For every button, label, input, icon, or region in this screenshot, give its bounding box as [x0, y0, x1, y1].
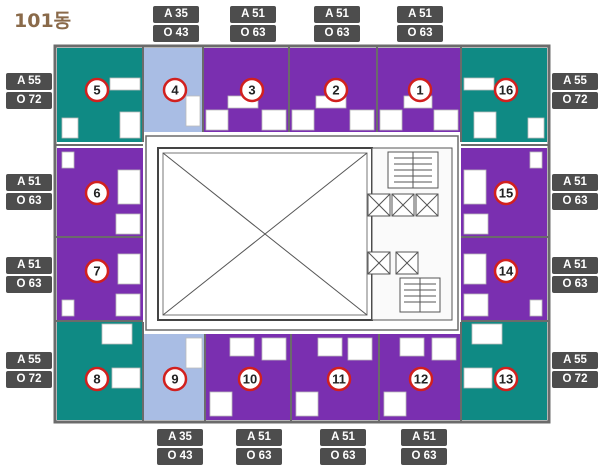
badge-area-o: O 63 — [230, 25, 276, 42]
badge-area-a: A 35 — [157, 429, 203, 446]
badge-unit-9: A 35 O 43 — [157, 429, 203, 465]
badge-area-a: A 55 — [552, 73, 598, 90]
badge-unit-10: A 51 O 63 — [236, 429, 282, 465]
badge-area-o: O 72 — [552, 92, 598, 109]
badge-unit-1: A 51 O 63 — [397, 6, 443, 42]
svg-text:10: 10 — [243, 372, 257, 387]
badge-area-o: O 72 — [6, 92, 52, 109]
svg-text:3: 3 — [248, 83, 255, 98]
svg-text:16: 16 — [499, 83, 513, 98]
badge-unit-4: A 35 O 43 — [153, 6, 199, 42]
badge-area-a: A 51 — [320, 429, 366, 446]
unit-marker-7: 7 — [84, 258, 110, 284]
badge-area-o: O 63 — [397, 25, 443, 42]
badge-area-a: A 55 — [6, 73, 52, 90]
unit-marker-13: 13 — [493, 366, 519, 392]
badge-area-a: A 51 — [236, 429, 282, 446]
building-core — [367, 147, 453, 321]
svg-text:7: 7 — [93, 264, 100, 279]
badge-area-a: A 51 — [6, 257, 52, 274]
unit-marker-2: 2 — [323, 77, 349, 103]
badge-area-o: O 63 — [552, 193, 598, 210]
unit-marker-1: 1 — [407, 77, 433, 103]
badge-area-a: A 51 — [230, 6, 276, 23]
badge-area-o: O 63 — [401, 448, 447, 465]
unit-marker-9: 9 — [162, 366, 188, 392]
badge-area-o: O 63 — [6, 193, 52, 210]
badge-area-a: A 55 — [552, 352, 598, 369]
unit-marker-5: 5 — [84, 77, 110, 103]
badge-unit-13: A 55 O 72 — [552, 352, 598, 388]
badge-area-o: O 63 — [320, 448, 366, 465]
badge-area-o: O 72 — [552, 371, 598, 388]
svg-text:8: 8 — [93, 372, 100, 387]
svg-text:2: 2 — [332, 83, 339, 98]
badge-area-o: O 43 — [153, 25, 199, 42]
badge-unit-2: A 51 O 63 — [314, 6, 360, 42]
svg-text:6: 6 — [93, 186, 100, 201]
badge-area-a: A 55 — [6, 352, 52, 369]
svg-text:11: 11 — [332, 372, 346, 387]
unit-marker-4: 4 — [162, 77, 188, 103]
badge-area-o: O 72 — [6, 371, 52, 388]
svg-text:4: 4 — [171, 83, 179, 98]
badge-area-o: O 63 — [552, 276, 598, 293]
badge-unit-16: A 55 O 72 — [552, 73, 598, 109]
unit-marker-15: 15 — [493, 180, 519, 206]
badge-unit-15: A 51 O 63 — [552, 174, 598, 210]
badge-area-a: A 51 — [6, 174, 52, 191]
badge-area-o: O 63 — [236, 448, 282, 465]
room-details — [61, 77, 545, 417]
unit-marker-10: 10 — [237, 366, 263, 392]
svg-text:9: 9 — [171, 372, 178, 387]
svg-text:15: 15 — [499, 186, 513, 201]
unit-marker-3: 3 — [239, 77, 265, 103]
badge-area-o: O 63 — [314, 25, 360, 42]
svg-text:14: 14 — [499, 264, 514, 279]
badge-area-a: A 51 — [552, 174, 598, 191]
building-label: 101동 — [14, 10, 72, 32]
svg-text:13: 13 — [499, 372, 513, 387]
badge-area-o: O 43 — [157, 448, 203, 465]
badge-area-a: A 35 — [153, 6, 199, 23]
svg-text:1: 1 — [416, 83, 423, 98]
unit-marker-14: 14 — [493, 258, 519, 284]
svg-text:12: 12 — [414, 372, 428, 387]
badge-unit-8: A 55 O 72 — [6, 352, 52, 388]
badge-unit-14: A 51 O 63 — [552, 257, 598, 293]
unit-marker-11: 11 — [326, 366, 352, 392]
unit-marker-6: 6 — [84, 180, 110, 206]
badge-unit-11: A 51 O 63 — [320, 429, 366, 465]
badge-unit-6: A 51 O 63 — [6, 174, 52, 210]
svg-text:5: 5 — [93, 83, 100, 98]
unit-marker-16: 16 — [493, 77, 519, 103]
badge-unit-12: A 51 O 63 — [401, 429, 447, 465]
badge-unit-5: A 55 O 72 — [6, 73, 52, 109]
unit-marker-8: 8 — [84, 366, 110, 392]
badge-area-a: A 51 — [397, 6, 443, 23]
badge-area-o: O 63 — [6, 276, 52, 293]
badge-area-a: A 51 — [401, 429, 447, 446]
badge-area-a: A 51 — [314, 6, 360, 23]
badge-unit-3: A 51 O 63 — [230, 6, 276, 42]
atrium-void — [157, 147, 373, 321]
badge-unit-7: A 51 O 63 — [6, 257, 52, 293]
unit-marker-12: 12 — [408, 366, 434, 392]
badge-area-a: A 51 — [552, 257, 598, 274]
unit-walls — [55, 46, 549, 422]
